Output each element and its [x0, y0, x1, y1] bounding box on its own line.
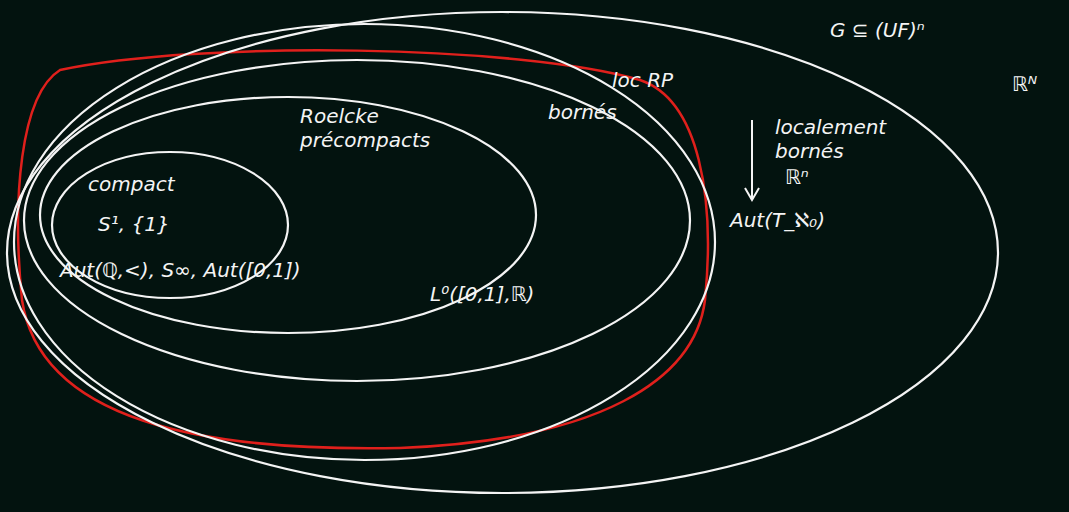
- set-name: localement bornés: [775, 115, 885, 163]
- arrow-head: [745, 188, 759, 200]
- set-example: L⁰([0,1],ℝ): [430, 282, 534, 306]
- ellipse-outline: [5, 10, 1000, 495]
- set-example: S¹, {1}: [98, 212, 170, 236]
- note-label: G ⊆ (UF)ⁿ: [830, 18, 925, 42]
- set-name: compact: [88, 172, 175, 196]
- note-label: ℝᴺ: [1012, 72, 1037, 96]
- set-ellipse: bornésL⁰([0,1],ℝ) Roelcke précompactsAut(…: [22, 58, 692, 383]
- set-name: bornés: [548, 100, 617, 124]
- set-name: loc RP: [612, 68, 673, 92]
- set-name: Roelcke précompacts: [300, 104, 440, 152]
- set-ellipse: localement bornésℝⁿAut(T_ℵ₀)loc RPbornés…: [5, 10, 1000, 495]
- set-example: Aut(ℚ,<), S∞, Aut([0,1]): [60, 258, 301, 282]
- ellipse-outline: [12, 22, 717, 462]
- arrow-line: [751, 120, 753, 198]
- set-example: ℝⁿ: [785, 165, 809, 189]
- set-example: Aut(T_ℵ₀): [730, 208, 825, 232]
- set-ellipse: loc RP bornésL⁰([0,1],ℝ) Roelcke précompac…: [12, 22, 717, 462]
- red-curve: [18, 50, 708, 448]
